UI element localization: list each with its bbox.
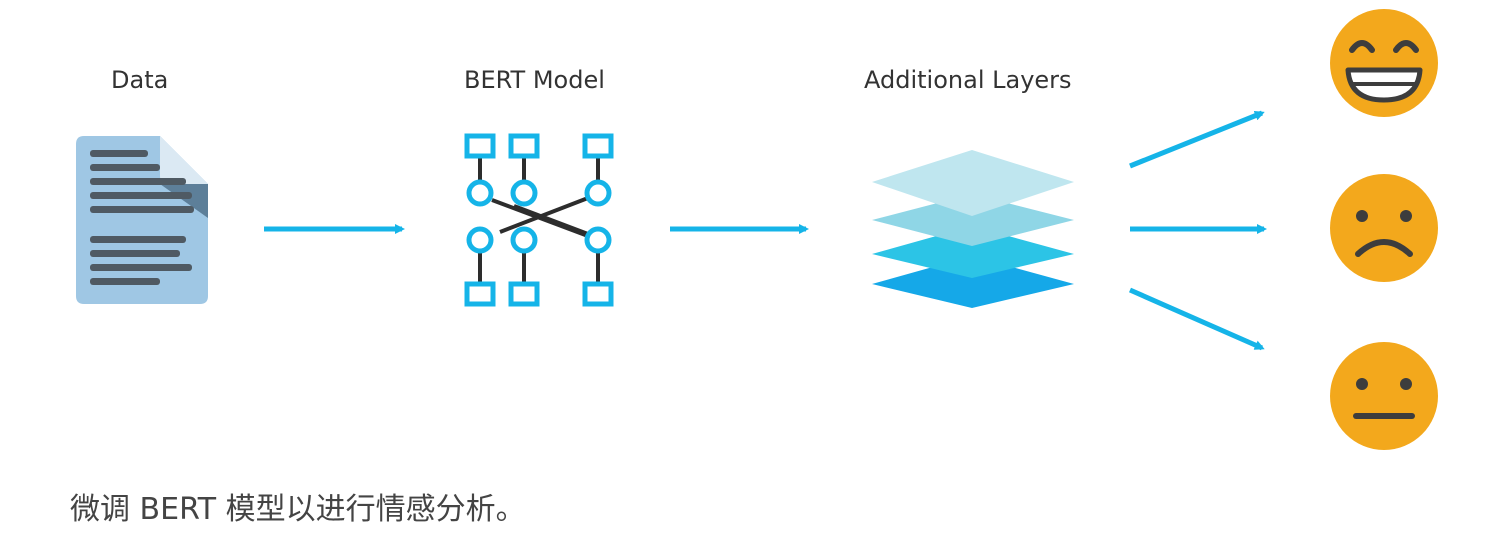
additional-layers-label: Additional Layers xyxy=(864,66,1072,94)
caption: 微调 BERT 模型以进行情感分析。 xyxy=(70,492,526,527)
bert-model-icon xyxy=(464,133,614,307)
layers-icon xyxy=(872,150,1074,308)
sad-face-icon xyxy=(1330,174,1438,282)
arrow-to-happy xyxy=(1129,110,1265,169)
arrow-to-neutral xyxy=(1128,287,1265,351)
neutral-face-icon xyxy=(1330,342,1438,450)
document-icon xyxy=(76,136,208,304)
happy-face-icon xyxy=(1330,9,1438,117)
bert-model-label: BERT Model xyxy=(464,66,605,94)
data-label: Data xyxy=(111,66,169,94)
